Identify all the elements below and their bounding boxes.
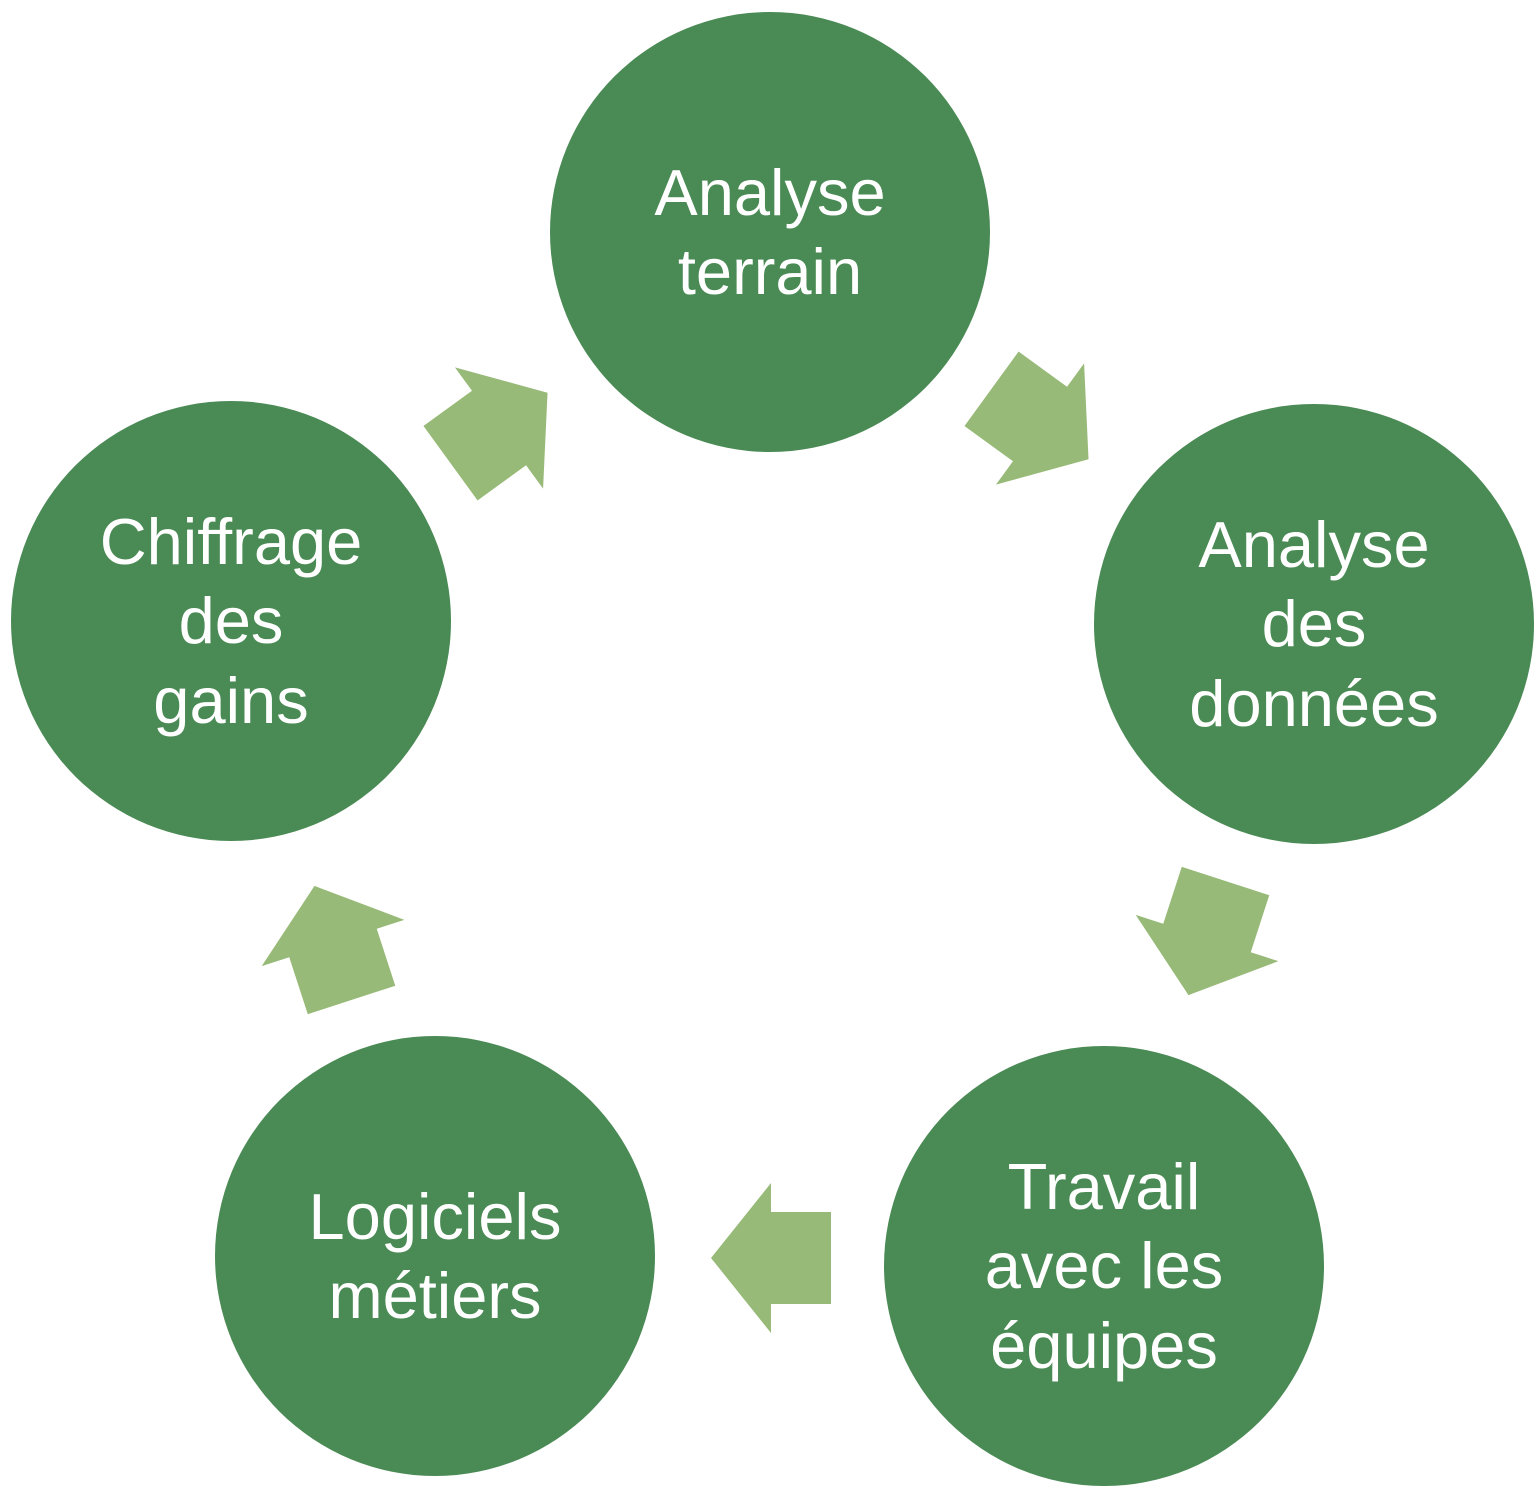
cycle-step-analyse-terrain: Analyse terrain xyxy=(550,12,990,452)
cycle-step-label: Chiffrage des gains xyxy=(99,505,363,737)
cycle-step-analyse-des-donnees: Analyse des données xyxy=(1094,404,1534,844)
cycle-arrow-left-icon xyxy=(261,885,405,1015)
cycle-step-label: Logiciels métiers xyxy=(308,1179,562,1332)
cycle-step-label: Analyse terrain xyxy=(654,155,886,308)
cycle-arrow-top-left-icon xyxy=(423,367,548,501)
cycle-arrow-right-icon xyxy=(1135,866,1279,996)
cycle-step-label: Travail avec les équipes xyxy=(984,1150,1224,1382)
cycle-arrow-top-right-icon xyxy=(964,351,1089,485)
cycle-step-label: Analyse des données xyxy=(1189,508,1439,740)
cycle-step-chiffrage-des-gains: Chiffrage des gains xyxy=(11,401,451,841)
cycle-arrow-bottom-icon xyxy=(711,1183,831,1333)
cycle-step-travail-avec-les-equipes: Travail avec les équipes xyxy=(884,1046,1324,1486)
cycle-step-logiciels-metiers: Logiciels métiers xyxy=(215,1036,655,1476)
